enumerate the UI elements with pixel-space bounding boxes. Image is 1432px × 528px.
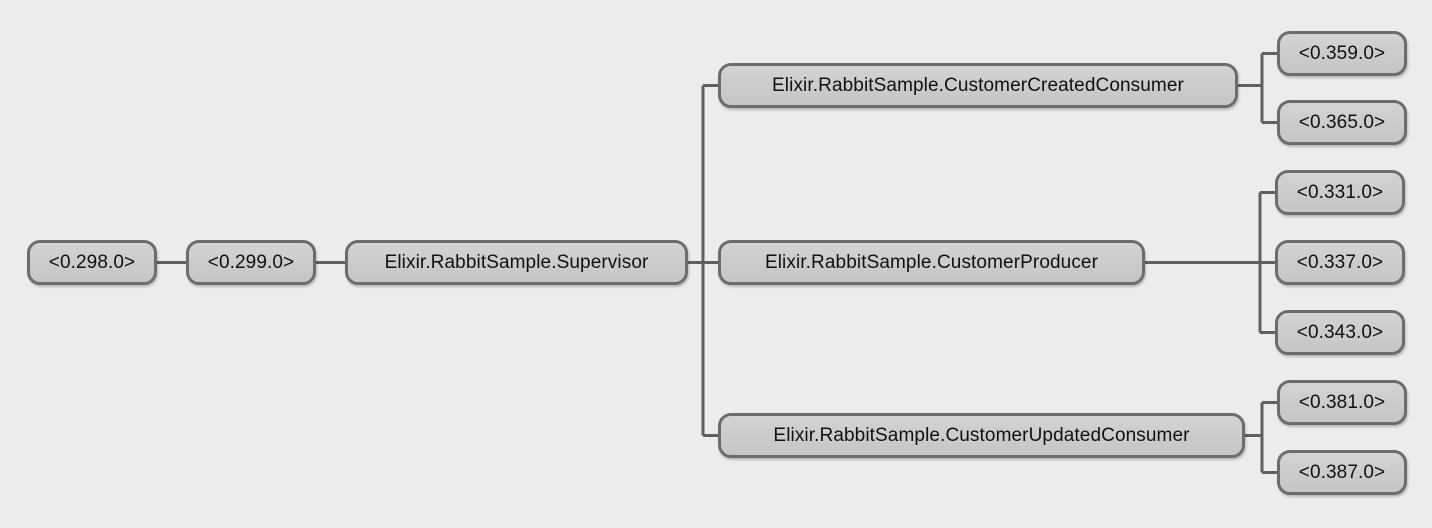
tree-node-pid[interactable]: <0.298.0> (27, 240, 157, 285)
tree-edge (1145, 191, 1275, 333)
tree-node-label: Elixir.RabbitSample.CustomerUpdatedConsu… (773, 425, 1190, 446)
tree-node-pid[interactable]: <0.381.0> (1277, 380, 1407, 425)
tree-node-pid[interactable]: <0.365.0> (1277, 100, 1407, 145)
tree-node-label: <0.298.0> (48, 252, 136, 273)
tree-node-module[interactable]: Elixir.RabbitSample.CustomerUpdatedConsu… (718, 413, 1245, 458)
tree-edge (1238, 52, 1277, 123)
tree-node-label: Elixir.RabbitSample.Supervisor (384, 252, 649, 273)
tree-node-label: <0.381.0> (1298, 392, 1386, 413)
tree-node-label: <0.337.0> (1296, 252, 1384, 273)
tree-node-pid[interactable]: <0.299.0> (186, 240, 316, 285)
tree-node-module[interactable]: Elixir.RabbitSample.Supervisor (345, 240, 688, 285)
tree-node-pid[interactable]: <0.331.0> (1275, 170, 1405, 215)
tree-node-label: <0.365.0> (1298, 112, 1386, 133)
tree-node-label: <0.299.0> (207, 252, 295, 273)
tree-node-pid[interactable]: <0.387.0> (1277, 450, 1407, 495)
tree-node-label: Elixir.RabbitSample.CustomerProducer (764, 252, 1099, 273)
tree-node-label: Elixir.RabbitSample.CustomerCreatedConsu… (772, 75, 1184, 96)
tree-node-label: <0.343.0> (1296, 322, 1384, 343)
tree-node-module[interactable]: Elixir.RabbitSample.CustomerProducer (718, 240, 1145, 285)
tree-node-label: <0.331.0> (1296, 182, 1384, 203)
tree-node-pid[interactable]: <0.359.0> (1277, 31, 1407, 76)
tree-node-label: <0.387.0> (1298, 462, 1386, 483)
tree-node-label: <0.359.0> (1298, 43, 1386, 64)
tree-edge (688, 84, 718, 436)
tree-node-pid[interactable]: <0.343.0> (1275, 310, 1405, 355)
tree-node-module[interactable]: Elixir.RabbitSample.CustomerCreatedConsu… (718, 63, 1238, 108)
tree-node-pid[interactable]: <0.337.0> (1275, 240, 1405, 285)
tree-edge (1245, 401, 1277, 473)
